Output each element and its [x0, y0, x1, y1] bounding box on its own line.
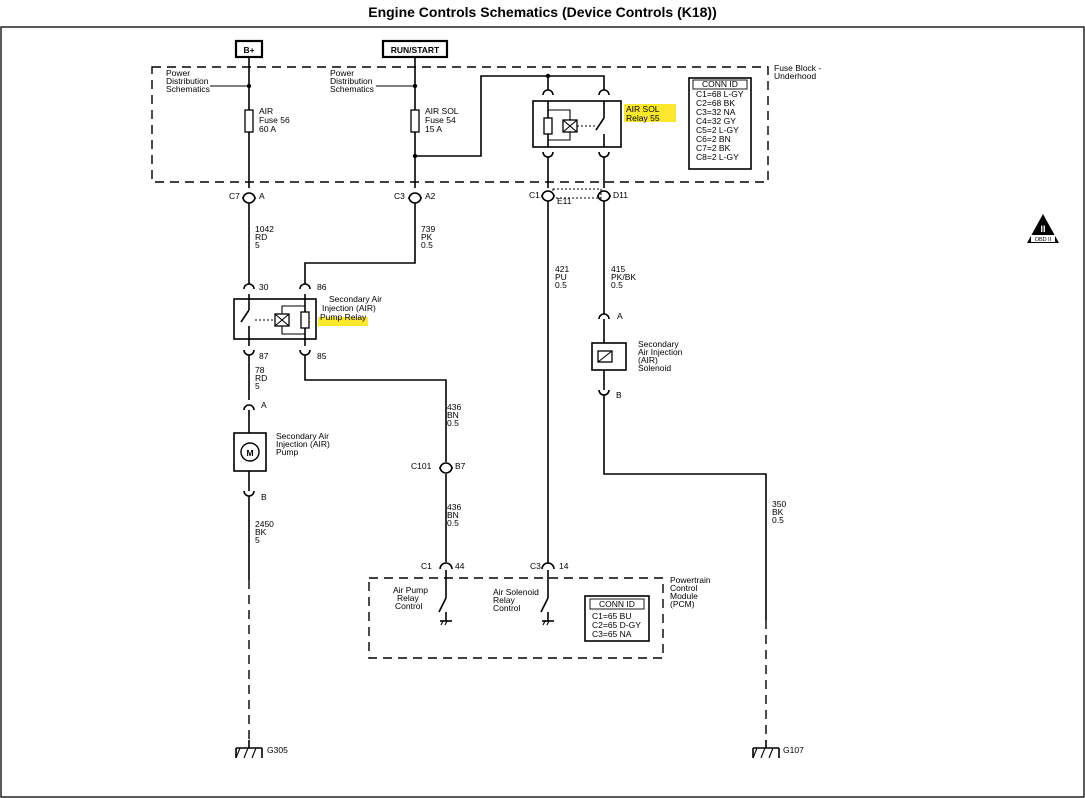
relay-55-highlight: [624, 104, 676, 122]
svg-text:B7: B7: [455, 461, 466, 471]
svg-text:A: A: [261, 400, 267, 410]
svg-text:14: 14: [559, 561, 569, 571]
pump-relay-highlight: [318, 317, 368, 326]
air-sol-relay-55: [532, 89, 622, 158]
svg-text:E11: E11: [557, 196, 572, 206]
svg-text:85: 85: [317, 351, 327, 361]
air-solenoid-relay-control-switch: [540, 570, 554, 626]
svg-text:M: M: [246, 448, 253, 458]
fuse-block-label: Fuse Block -Underhood: [774, 63, 821, 81]
svg-text:86: 86: [317, 282, 327, 292]
fuse-56: [244, 109, 254, 133]
svg-text:87: 87: [259, 351, 269, 361]
pcm-box: [368, 577, 664, 659]
connector-c101-b7: [439, 462, 453, 474]
svg-text:C101: C101: [411, 461, 432, 471]
svg-text:C1: C1: [529, 190, 540, 200]
air-pump-motor: M: [233, 432, 267, 472]
svg-text:C3: C3: [394, 191, 405, 201]
air-solenoid: [591, 342, 627, 371]
svg-text:CONN ID: CONN ID: [702, 79, 738, 89]
air-pump-relay-control-switch: [438, 570, 452, 626]
svg-text:II: II: [1040, 224, 1045, 234]
page-title: Engine Controls Schematics (Device Contr…: [368, 4, 717, 20]
connector-d11: [597, 190, 611, 202]
ground-g305: [235, 740, 263, 759]
ground-g107: [752, 740, 780, 759]
connector-c7-a: [242, 192, 256, 204]
connector-c3-a2: [408, 192, 422, 204]
svg-text:B: B: [261, 492, 267, 502]
air-pump-relay: [233, 283, 317, 356]
svg-text:A2: A2: [425, 191, 436, 201]
svg-text:B: B: [616, 390, 622, 400]
svg-text:C1: C1: [421, 561, 432, 571]
svg-text:A: A: [259, 191, 265, 201]
svg-text:A: A: [617, 311, 623, 321]
connector-c1-e11: [541, 190, 555, 202]
pcm-connector-c1-44: [439, 562, 453, 570]
svg-text:G107: G107: [783, 745, 804, 755]
fuse-block-box: [151, 66, 769, 183]
svg-text:B+: B+: [243, 45, 254, 55]
svg-text:OBD II: OBD II: [1035, 237, 1052, 243]
fuse-54: [410, 109, 420, 133]
bplus-source: B+: [234, 39, 264, 59]
pcm-connector-c3-14: [541, 562, 555, 570]
svg-text:RUN/START: RUN/START: [391, 45, 440, 55]
svg-text:D11: D11: [613, 190, 628, 200]
svg-text:30: 30: [259, 282, 269, 292]
run-start-source: RUN/START: [381, 39, 449, 59]
obd-ii-badge: II OBD II: [1027, 214, 1059, 243]
svg-text:C3: C3: [530, 561, 541, 571]
svg-text:G305: G305: [267, 745, 288, 755]
diagram-frame: [0, 26, 1085, 798]
svg-text:44: 44: [455, 561, 465, 571]
svg-text:CONN ID: CONN ID: [599, 599, 635, 609]
svg-text:C7: C7: [229, 191, 240, 201]
